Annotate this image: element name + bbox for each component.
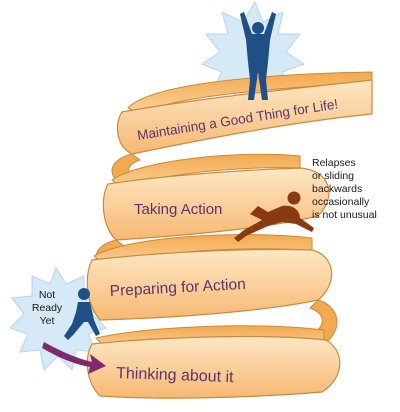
relapse-line-3: backwards [312,183,362,195]
stage-label-thinking: Thinking about it [116,365,234,386]
relapse-line-1: Relapses [312,157,356,169]
stage-band-preparing: Preparing for Action [86,234,338,345]
relapse-line-2: or sliding [312,170,354,182]
person-sliding-icon [234,191,314,242]
not-ready-callout: Not Ready Yet [32,289,63,327]
relapse-line-4: occasionally [312,196,370,208]
person-arms-raised-icon [240,12,276,100]
arrow-right-icon [42,342,106,374]
not-ready-line-1: Not [39,289,55,301]
stage-band-thinking: Thinking about it [86,325,341,399]
relapse-line-5: is not unusual [312,209,377,221]
not-ready-line-2: Ready [32,302,63,314]
not-ready-line-3: Yet [40,315,55,327]
band-4-face [116,79,373,155]
relapse-callout: Relapses or sliding backwards occasional… [312,157,377,221]
band-1-face [86,335,341,399]
stage-label-taking-action: Taking Action [134,201,222,218]
person-sitting-icon [64,288,100,340]
